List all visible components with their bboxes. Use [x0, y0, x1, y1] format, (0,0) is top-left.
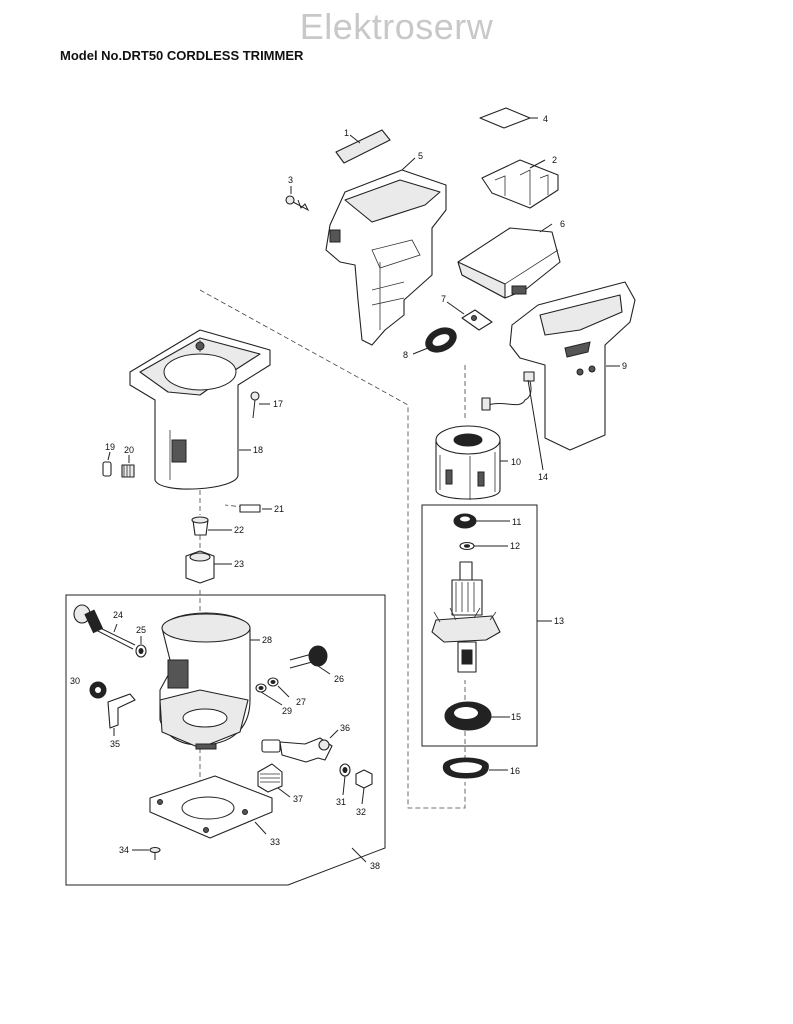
part-34-screw — [132, 846, 161, 860]
part-9-side-housing — [509, 281, 636, 451]
part-label-21: 21 — [274, 504, 284, 514]
part-label-37: 37 — [293, 794, 303, 804]
part-label-13: 13 — [554, 616, 564, 626]
part-label-2: 2 — [552, 155, 557, 165]
part-3-screw — [285, 186, 310, 212]
part-label-27: 27 — [296, 697, 306, 707]
part-4-label — [479, 107, 538, 129]
part-5-motor-housing — [325, 157, 447, 346]
part-15-bearing — [444, 701, 510, 731]
part-label-7: 7 — [441, 294, 446, 304]
part-label-3: 3 — [288, 175, 293, 185]
part-16-rubber-ring — [442, 757, 508, 779]
part-10-stator — [435, 425, 508, 500]
part-label-15: 15 — [511, 712, 521, 722]
part-label-30: 30 — [70, 676, 80, 686]
watermark: Elektroserw — [299, 6, 494, 47]
part-labels: 1 2 3 4 5 6 7 8 9 10 11 12 13 14 15 16 1… — [70, 114, 627, 871]
diagram-title: Model No.DRT50 CORDLESS TRIMMER — [60, 48, 304, 63]
part-20-spring — [121, 455, 135, 478]
part-label-25: 25 — [136, 625, 146, 635]
part-label-35: 35 — [110, 739, 120, 749]
part-label-20: 20 — [124, 445, 134, 455]
part-22-collet — [191, 516, 232, 536]
part-25-washer — [135, 636, 147, 658]
part-label-11: 11 — [512, 517, 521, 527]
part-label-5: 5 — [418, 151, 423, 161]
part-13-armature — [431, 561, 552, 673]
part-1-label-plate — [335, 129, 391, 164]
part-label-18: 18 — [253, 445, 263, 455]
part-label-29: 29 — [282, 706, 292, 716]
part-12-washer — [459, 541, 508, 551]
part-14-wire-harness — [481, 371, 544, 471]
part-label-6: 6 — [560, 219, 565, 229]
part-label-8: 8 — [403, 350, 408, 360]
part-label-24: 24 — [113, 610, 123, 620]
part-36-clamp-lever — [261, 729, 339, 763]
part-29-washer — [255, 683, 283, 706]
part-28-base-housing — [159, 612, 260, 750]
part-7-switch-plate — [446, 301, 493, 331]
part-label-32: 32 — [356, 807, 366, 817]
part-35-clip — [107, 693, 136, 736]
part-label-22: 22 — [234, 525, 244, 535]
part-label-1: 1 — [344, 128, 349, 138]
part-31-washer — [339, 763, 351, 796]
part-label-4: 4 — [543, 114, 548, 124]
part-label-33: 33 — [270, 837, 280, 847]
part-label-26: 26 — [334, 674, 344, 684]
part-18-housing — [129, 329, 271, 490]
part-label-17: 17 — [273, 399, 283, 409]
part-37-lock-button — [257, 763, 291, 798]
part-label-23: 23 — [234, 559, 244, 569]
part-label-19: 19 — [105, 442, 115, 452]
part-label-9: 9 — [622, 361, 627, 371]
part-30-nut — [89, 681, 107, 699]
part-11-bearing — [453, 513, 510, 529]
part-label-31: 31 — [336, 797, 346, 807]
part-33-base-plate — [149, 775, 273, 839]
part-label-16: 16 — [510, 766, 520, 776]
part-label-12: 12 — [510, 541, 520, 551]
part-label-36: 36 — [340, 723, 350, 733]
part-8-grommet — [412, 327, 457, 355]
part-label-28: 28 — [262, 635, 272, 645]
part-21-pin — [239, 504, 272, 513]
part-32-nut — [355, 769, 373, 805]
part-2-terminal — [481, 159, 559, 209]
part-24-knob-bolt — [73, 604, 136, 650]
part-label-10: 10 — [511, 457, 521, 467]
part-label-38: 38 — [370, 861, 380, 871]
part-label-14: 14 — [538, 472, 548, 482]
part-label-34: 34 — [119, 845, 129, 855]
part-23-collet-nut — [185, 550, 232, 584]
part-27-washer — [267, 677, 290, 698]
part-6-controller — [457, 223, 561, 299]
part-26-adjust-knob — [289, 645, 331, 675]
part-19-pin — [102, 451, 112, 477]
part-17-screw — [250, 391, 270, 419]
